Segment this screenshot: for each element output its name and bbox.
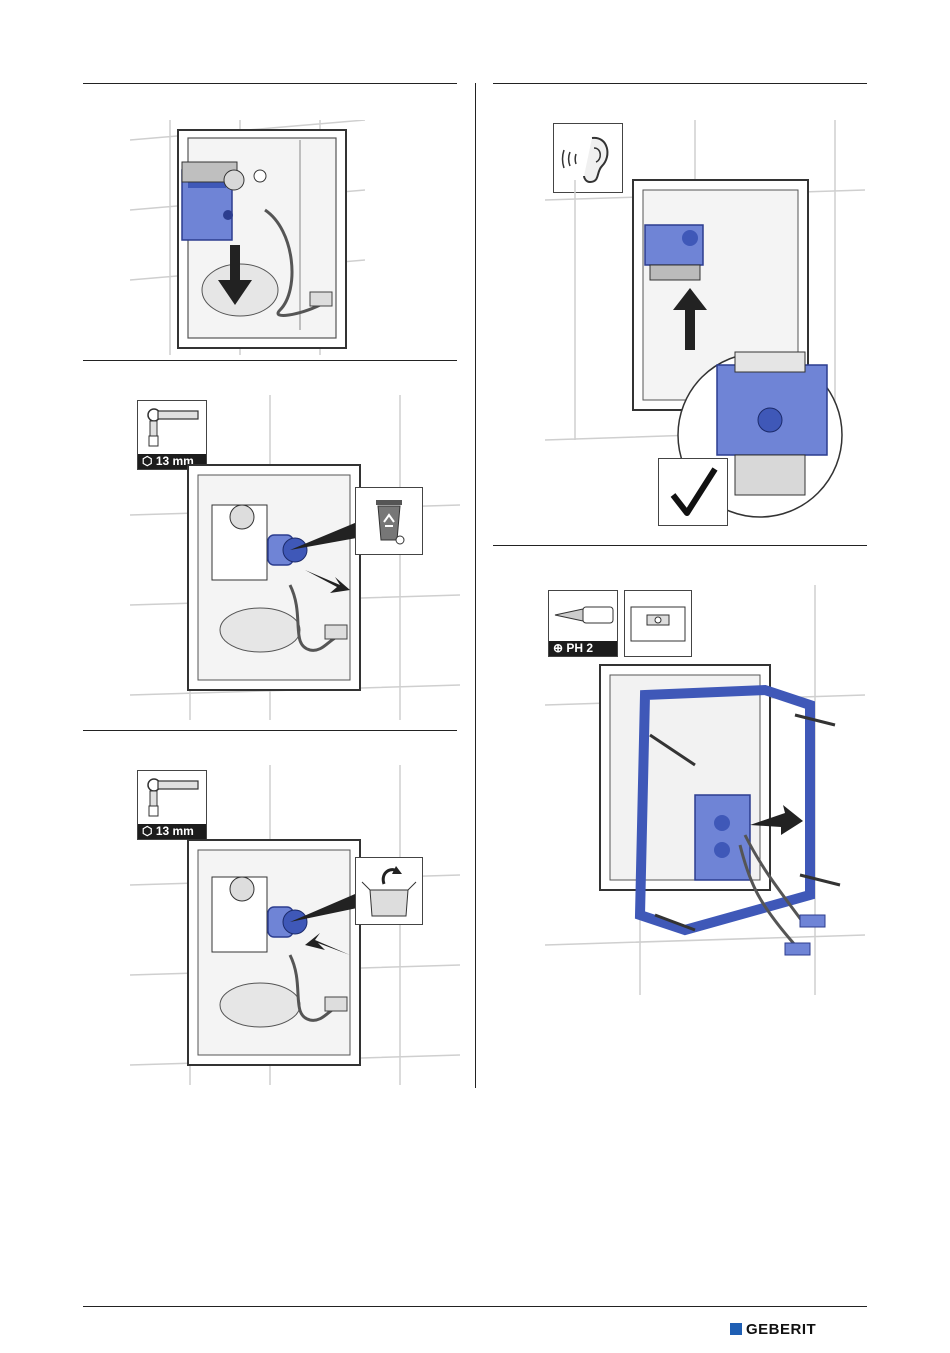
checkmark-icon xyxy=(659,459,727,525)
step-remove-valve-illustration xyxy=(130,395,460,720)
new-part-box xyxy=(355,857,423,925)
recycle-bin-icon xyxy=(356,488,422,554)
check-box xyxy=(658,458,728,526)
column-divider xyxy=(475,83,476,1088)
rule-top-right xyxy=(493,83,867,84)
geberit-logo: GEBERIT xyxy=(730,1320,816,1338)
rule-left-3 xyxy=(83,730,457,731)
open-box-icon xyxy=(356,858,422,924)
rule-top-left xyxy=(83,83,457,84)
rule-right-2 xyxy=(493,545,867,546)
step-remove-cap-illustration xyxy=(130,120,365,355)
rule-footer xyxy=(83,1306,867,1307)
logo-text: GEBERIT xyxy=(746,1321,816,1338)
logo-square-icon xyxy=(730,1323,742,1335)
step-mount-frame-illustration xyxy=(545,585,865,995)
rule-left-2 xyxy=(83,360,457,361)
recycle-box xyxy=(355,487,423,555)
